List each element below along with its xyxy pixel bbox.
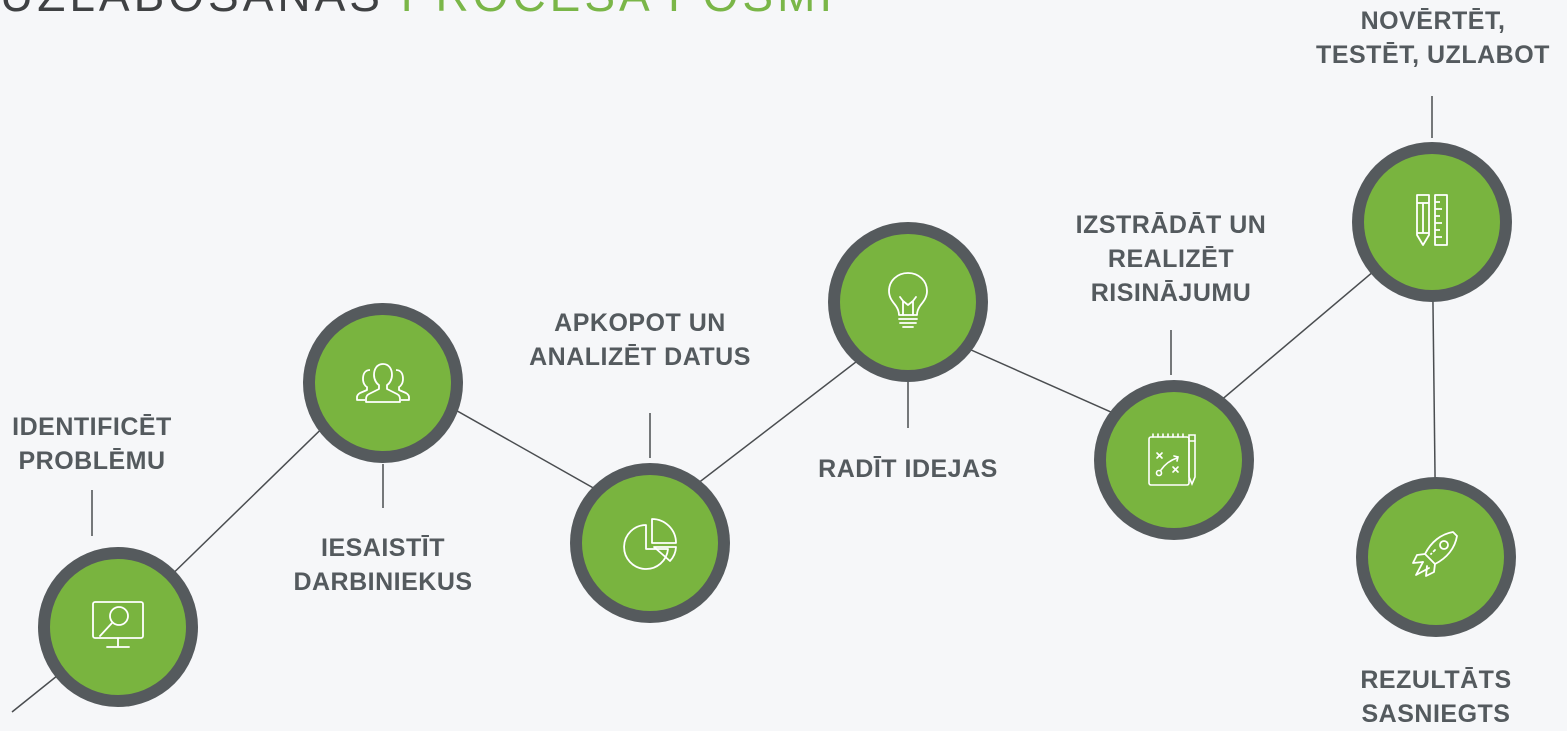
light-bulb-icon [873,265,943,340]
pencil-ruler-icon [1397,185,1467,260]
monitor-magnifier-icon [83,590,153,665]
step-label-4: RADĪT IDEJAS [818,455,998,483]
step-label-1: IDENTIFICĒT PROBLĒMU [12,413,172,475]
page-title: UZLABOŠANAS PROCESA POSMI [0,0,836,22]
step-node-5 [1094,380,1254,540]
step-label-5: IZSTRĀDĀT UN REALIZĒT RISINĀJUMU [1075,211,1267,307]
step-node-3 [570,463,730,623]
step-node-1 [38,547,198,707]
step-label-7: REZULTĀTS SASNIEGTS [1360,666,1512,728]
strategy-notepad-icon [1139,423,1209,498]
step-label-2: IESAISTĪT DARBINIEKUS [293,534,473,596]
step-node-6 [1352,142,1512,302]
rocket-icon [1401,520,1471,595]
step-label-3: APKOPOT UN ANALIZĒT DATUS [529,309,751,371]
step-label-6: NOVĒRTĒT, TESTĒT, UZLABOT [1316,7,1550,69]
people-group-icon [348,346,418,421]
step-node-2 [303,303,463,463]
pie-chart-icon [615,506,685,581]
step-node-7 [1356,477,1516,637]
step-node-4 [828,222,988,382]
